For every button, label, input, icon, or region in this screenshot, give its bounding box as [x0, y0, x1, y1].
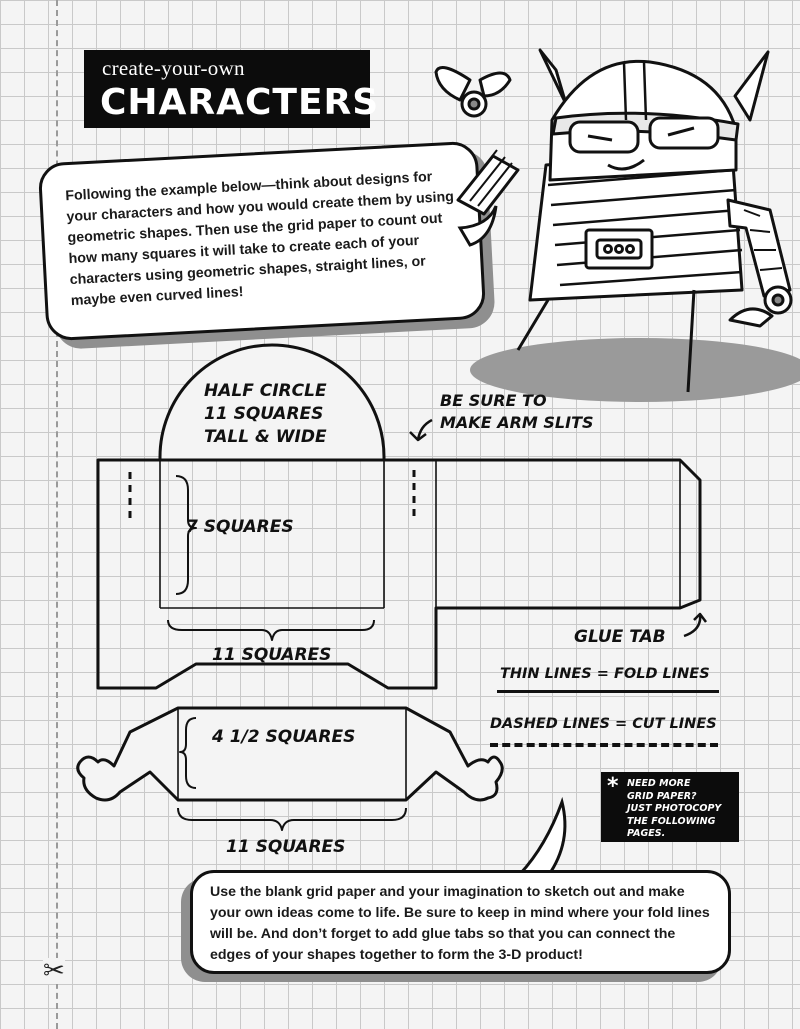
- arm-fold-lines: [177, 708, 407, 800]
- seven-squares-label: 7 SQUARES: [186, 517, 294, 537]
- body-template: [96, 343, 707, 690]
- eleven-squares-label-top: 11 SQUARES: [212, 645, 332, 665]
- half-circle-label-line2: 11 SQUARES: [204, 404, 324, 424]
- four-half-squares-brace: [179, 717, 197, 789]
- half-circle-head: [158, 343, 386, 460]
- thin-lines-legend: THIN LINES = FOLD LINES: [500, 666, 710, 682]
- robot-character-illustration: [434, 48, 800, 402]
- robot-left-claw: [434, 66, 472, 102]
- arm-slits-label-line1: BE SURE TO: [440, 391, 547, 410]
- bottom-text: Use the blank grid paper and your imagin…: [210, 884, 710, 963]
- fold-lines: [159, 460, 681, 609]
- eleven-squares-label-bottom: 11 SQUARES: [226, 837, 346, 857]
- arm-slits-arrow: [409, 418, 433, 442]
- thin-line-sample: [497, 690, 719, 693]
- bottom-speech-bubble: Use the blank grid paper and your imagin…: [190, 870, 731, 974]
- robot-right-arm: [726, 198, 792, 298]
- eleven-squares-brace-bottom: [177, 807, 407, 831]
- title-main: CHARACTERS: [100, 82, 380, 123]
- robot-legs: [516, 289, 696, 393]
- bottom-bubble-shape: [190, 870, 731, 974]
- bottom-bubble-tail: [516, 796, 567, 878]
- robot-right-ear: [733, 50, 770, 122]
- robot-shadow: [470, 338, 800, 402]
- scissors-icon: ✂: [43, 956, 65, 986]
- photocopy-note: * NEED MORE GRID PAPER? JUST PHOTOCOPY T…: [601, 772, 739, 842]
- robot-mouth: [607, 158, 645, 171]
- intro-bubble-tail: [457, 205, 498, 247]
- photocopy-note-text: NEED MORE GRID PAPER? JUST PHOTOCOPY THE…: [627, 778, 722, 839]
- seven-squares-brace: [175, 475, 197, 595]
- asterisk-icon: *: [607, 774, 619, 799]
- arms-template: [76, 706, 504, 831]
- arm-slits-label: BE SURE TO MAKE ARM SLITS: [440, 390, 594, 434]
- half-circle-label-line3: TALL & WIDE: [204, 427, 327, 447]
- dashed-line-sample: [490, 743, 718, 747]
- robot-left-arm: [456, 154, 520, 216]
- eleven-squares-brace-top: [167, 619, 375, 641]
- page-title: create-your-own CHARACTERS: [84, 50, 378, 128]
- half-circle-label: HALF CIRCLE 11 SQUARES TALL & WIDE: [204, 380, 327, 449]
- arm-slits: [128, 470, 416, 520]
- robot-right-eye-lens: [648, 116, 720, 150]
- title-subtitle: create-your-own: [102, 56, 245, 80]
- body-outline: [96, 458, 702, 690]
- glue-tab-label: GLUE TAB: [574, 627, 666, 647]
- glue-tab-arrow: [683, 612, 707, 638]
- arm-slits-label-line2: MAKE ARM SLITS: [440, 413, 594, 432]
- robot-left-eye-lens: [568, 120, 640, 154]
- dashed-lines-legend: DASHED LINES = CUT LINES: [490, 716, 717, 732]
- four-half-squares-label: 4 1/2 SQUARES: [212, 727, 356, 747]
- cut-line: [56, 0, 58, 1029]
- robot-left-ear: [538, 48, 568, 106]
- arms-outline: [76, 706, 504, 802]
- half-circle-label-line1: HALF CIRCLE: [204, 381, 327, 401]
